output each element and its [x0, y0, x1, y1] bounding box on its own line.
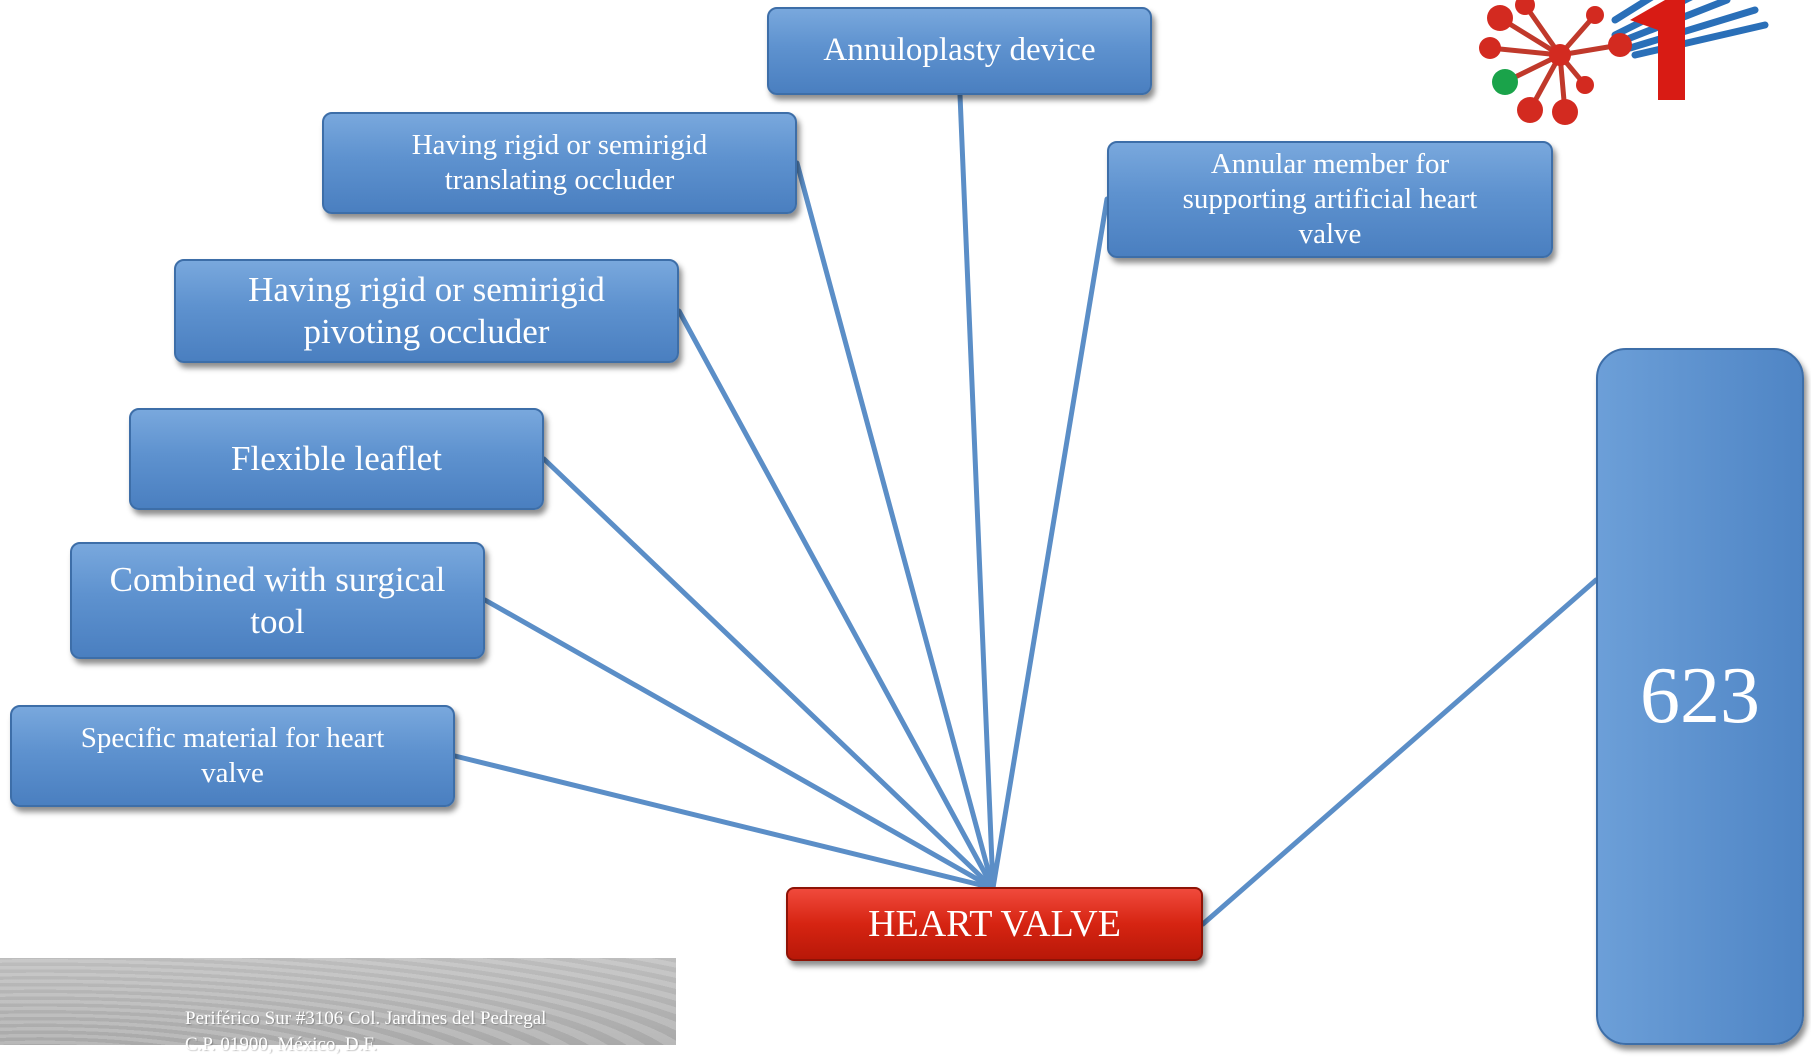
category-annuloplasty-device: Annuloplasty device	[767, 7, 1152, 95]
category-flexible-leaflet: Flexible leaflet	[129, 408, 544, 510]
category-label: Having rigid or semirigid translating oc…	[411, 129, 708, 196]
category-label: Specific material for heart valve	[80, 722, 385, 789]
category-translating-occluder: Having rigid or semirigid translating oc…	[322, 112, 797, 214]
connector-translating	[794, 160, 996, 891]
connector-pivoting	[676, 308, 996, 891]
category-label: Annular member for supporting artificial…	[1182, 148, 1478, 250]
category-specific-material: Specific material for heart valve	[10, 705, 455, 807]
category-pivoting-occluder: Having rigid or semirigid pivoting occlu…	[174, 259, 679, 363]
connector-annular	[990, 196, 1110, 891]
category-surgical-tool: Combined with surgical tool	[70, 542, 485, 659]
address-line-2: C.P. 01900, México, D.F.	[185, 1034, 378, 1055]
heart-valve-node: HEART VALVE	[786, 887, 1203, 961]
connector-count	[1200, 577, 1599, 927]
footer-address-band	[0, 958, 676, 1045]
connector-material	[452, 753, 996, 891]
count-value: 623	[1640, 652, 1760, 740]
count-box: 623	[1596, 348, 1804, 1045]
connector-leaflet	[541, 456, 996, 891]
connector-annuloplasty	[957, 92, 996, 891]
category-annular-member: Annular member for supporting artificial…	[1107, 141, 1553, 258]
address-line-1: Periférico Sur #3106 Col. Jardines del P…	[185, 1008, 547, 1029]
connector-surgical	[482, 597, 996, 891]
category-label: Combined with surgical tool	[109, 559, 446, 641]
category-label: Annuloplasty device	[823, 32, 1096, 69]
footer-address: Periférico Sur #3106 Col. Jardines del P…	[185, 1006, 665, 1058]
category-label: Flexible leaflet	[231, 439, 442, 478]
molecule-network-icon	[1479, 0, 1769, 125]
category-label: Having rigid or semirigid pivoting occlu…	[248, 270, 605, 351]
root-label: HEART VALVE	[868, 903, 1121, 945]
